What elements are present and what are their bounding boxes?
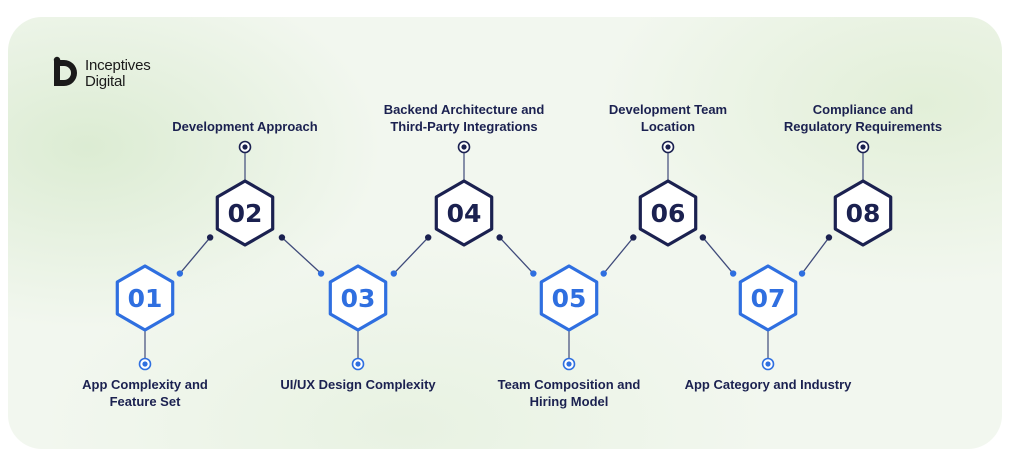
brand-sub: Digital bbox=[85, 73, 126, 90]
step-04-number: 04 bbox=[447, 199, 482, 228]
step-03: 03 bbox=[328, 264, 388, 371]
brand-logo: Inceptives Digital bbox=[52, 56, 192, 96]
step-07-pin-icon bbox=[761, 357, 775, 371]
step-04-hexagon bbox=[434, 179, 494, 247]
step-05-label: Team Composition and Hiring Model bbox=[497, 377, 641, 409]
step-07-hexagon bbox=[738, 264, 798, 332]
step-03-label: UI/UX Design Complexity bbox=[280, 377, 436, 392]
step-06-number: 06 bbox=[651, 199, 686, 228]
step-06-label: Development Team Location bbox=[608, 102, 728, 134]
connector-1-2 bbox=[176, 234, 214, 277]
step-03-hexagon bbox=[328, 264, 388, 332]
step-06: 06 bbox=[638, 140, 698, 247]
step-08: 08 bbox=[833, 140, 893, 247]
step-01-hexagon bbox=[115, 264, 175, 332]
step-01-label: App Complexity and Feature Set bbox=[82, 377, 208, 409]
step-08-number: 08 bbox=[846, 199, 881, 228]
connector-4-5 bbox=[496, 234, 537, 277]
connector-2-3 bbox=[278, 234, 325, 277]
step-01: 01 bbox=[115, 264, 175, 371]
step-06-hexagon bbox=[638, 179, 698, 247]
step-07: 07 bbox=[738, 264, 798, 371]
connector-6-7 bbox=[699, 234, 737, 277]
step-08-label: Compliance and Regulatory Requirements bbox=[783, 102, 943, 134]
connector-5-6 bbox=[600, 234, 637, 277]
step-02-pin-icon bbox=[238, 140, 252, 154]
step-05-pin-icon bbox=[562, 357, 576, 371]
step-02-label: Development Approach bbox=[172, 119, 318, 134]
step-05-hexagon bbox=[539, 264, 599, 332]
step-04-label: Backend Architecture and Third-Party Int… bbox=[383, 102, 545, 134]
step-03-pin-icon bbox=[351, 357, 365, 371]
step-07-label: App Category and Industry bbox=[684, 377, 852, 392]
step-05: 05 bbox=[539, 264, 599, 371]
step-01-number: 01 bbox=[128, 284, 163, 313]
step-06-pin-icon bbox=[661, 140, 675, 154]
step-05-number: 05 bbox=[552, 284, 587, 313]
infographic-card bbox=[8, 17, 1002, 449]
step-04-pin-icon bbox=[457, 140, 471, 154]
step-08-hexagon bbox=[833, 179, 893, 247]
connector-3-4 bbox=[390, 234, 432, 277]
step-04: 04 bbox=[434, 140, 494, 247]
step-08-pin-icon bbox=[856, 140, 870, 154]
step-02-hexagon bbox=[215, 179, 275, 247]
step-07-number: 07 bbox=[751, 284, 786, 313]
brand-name: Inceptives bbox=[85, 57, 151, 74]
step-03-number: 03 bbox=[341, 284, 376, 313]
step-02-number: 02 bbox=[228, 199, 263, 228]
connector-7-8 bbox=[798, 234, 833, 277]
step-02: 02 bbox=[215, 140, 275, 247]
logo-mark-icon bbox=[53, 56, 77, 86]
step-01-pin-icon bbox=[138, 357, 152, 371]
